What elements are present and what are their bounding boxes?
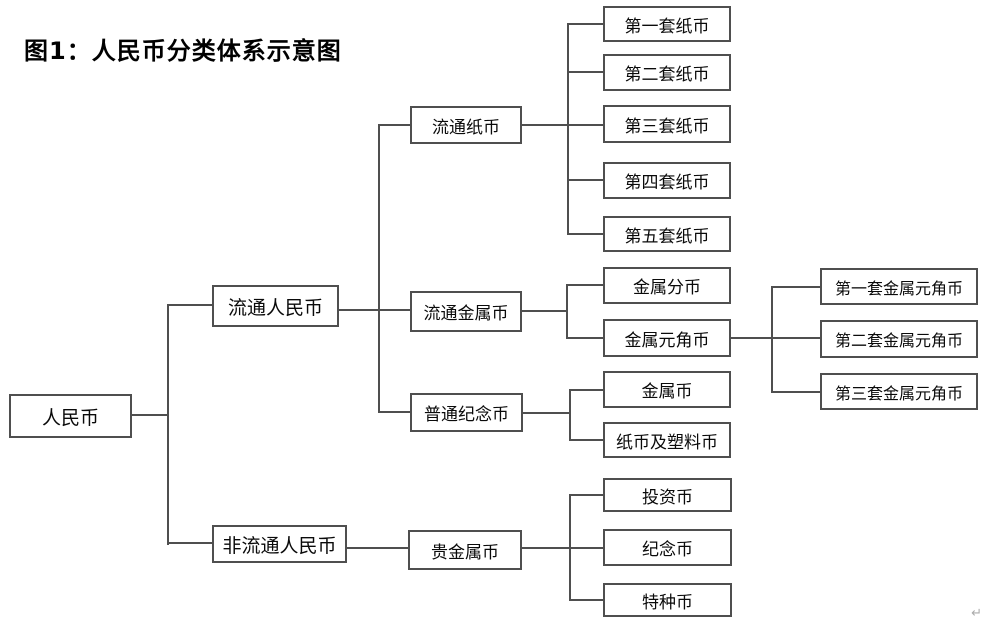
connector-line [569,389,571,441]
node-ordinary-commemorative: 普通纪念币 [410,393,523,432]
node-special-coin: 特种币 [603,583,732,617]
connector-line [522,310,567,312]
connector-line [569,494,603,496]
node-commemorative-coin: 纪念币 [603,529,732,566]
node-circulating-metal: 流通金属币 [410,291,522,332]
node-metal-yuan-jiao: 金属元角币 [603,319,731,357]
connector-line [523,412,570,414]
connector-line [566,337,603,339]
connector-line [167,304,169,545]
node-metal-yj-set-3: 第三套金属元角币 [820,373,978,410]
connector-line [167,304,212,306]
connector-line [522,547,603,549]
node-precious-metal: 贵金属币 [408,530,522,570]
connector-line [378,124,410,126]
node-paper-set-3: 第三套纸币 [603,105,731,143]
diagram-title: 图1：人民币分类体系示意图 [24,37,342,65]
connector-line [569,439,603,441]
connector-line [132,414,168,416]
node-metal-fen: 金属分币 [603,267,731,304]
node-paper-set-5: 第五套纸币 [603,216,731,252]
node-circulating-paper: 流通纸币 [410,106,522,144]
node-paper-set-4: 第四套纸币 [603,162,731,199]
connector-line [378,411,410,413]
node-circulating-rmb: 流通人民币 [212,285,339,327]
node-paper-set-2: 第二套纸币 [603,54,731,91]
connector-line [167,542,212,544]
connector-line [339,309,410,311]
connector-line [567,23,603,25]
connector-line [566,284,568,339]
node-investment-coin: 投资币 [603,478,732,512]
connector-line [378,124,380,413]
node-metal-yj-set-1: 第一套金属元角币 [820,268,978,305]
connector-line [566,284,603,286]
connector-line [569,599,603,601]
node-metal-yj-set-2: 第二套金属元角币 [820,320,978,358]
connector-line [569,494,571,601]
node-metal-coin: 金属币 [603,371,731,408]
connector-line [567,233,603,235]
connector-line [771,286,820,288]
node-paper-set-1: 第一套纸币 [603,6,731,42]
connector-line [522,124,603,126]
node-non-circulating-rmb: 非流通人民币 [212,525,347,563]
paragraph-return-mark: ↵ [971,606,982,621]
connector-line [567,23,569,235]
node-rmb: 人民币 [9,394,132,438]
connector-line [771,391,820,393]
connector-line [347,547,408,549]
connector-line [569,389,603,391]
node-paper-plastic: 纸币及塑料币 [603,422,731,458]
connector-line [567,71,603,73]
connector-line [771,286,773,393]
connector-line [567,179,603,181]
connector-line [731,337,820,339]
